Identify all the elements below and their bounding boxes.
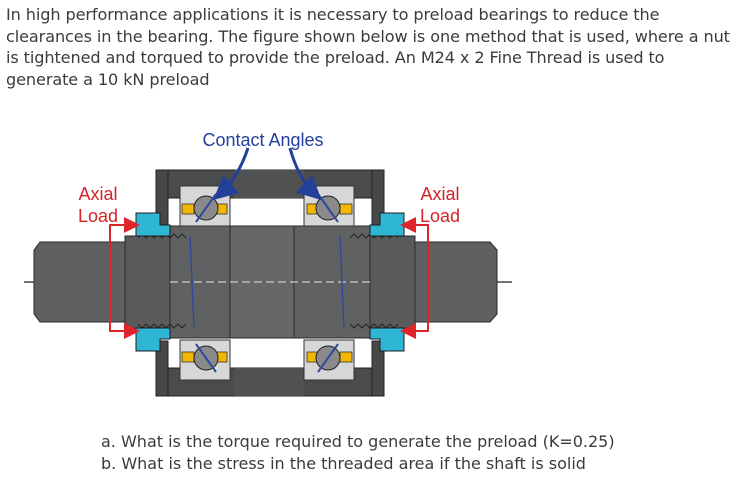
axial-load-arrow-left-top (109, 217, 140, 233)
bearing-left-top (179, 185, 231, 227)
contact-arrow-left (213, 147, 250, 200)
bearing-preload-figure: Contact Angles Axial Load Axial Load (24, 130, 512, 397)
thread-right-bottom (349, 323, 399, 329)
question-a: a. What is the torque required to genera… (101, 432, 615, 451)
thread-left-top (137, 233, 187, 239)
axial-load-right-line2: Load (420, 206, 460, 226)
axial-load-arrow-right-top (400, 217, 429, 233)
thread-left-bottom (137, 323, 187, 329)
nut-left-top (135, 212, 171, 237)
shaft-left-end (33, 241, 126, 323)
contact-line-right (339, 235, 345, 329)
contact-line-left (189, 235, 195, 329)
bearing-right-bottom (303, 339, 355, 381)
axial-load-arrow-right-bottom (400, 232, 429, 339)
axial-load-left-line2: Load (78, 206, 118, 226)
nut-right-top (369, 212, 405, 237)
axial-load-left-line1: Axial (78, 184, 117, 204)
contact-arrow-right (288, 147, 322, 201)
nut-left-bottom (135, 327, 171, 352)
problem-statement: In high performance applications it is n… (6, 5, 730, 89)
axial-load-arrow-left-bottom (109, 232, 140, 339)
bearing-right-top (303, 185, 355, 227)
bearing-left-bottom (179, 339, 231, 381)
thread-right-top (349, 233, 399, 239)
axial-load-right-line1: Axial (420, 184, 459, 204)
contact-angles-label: Contact Angles (202, 130, 323, 150)
question-list: a. What is the torque required to genera… (101, 431, 615, 474)
question-b: b. What is the stress in the threaded ar… (101, 453, 586, 473)
